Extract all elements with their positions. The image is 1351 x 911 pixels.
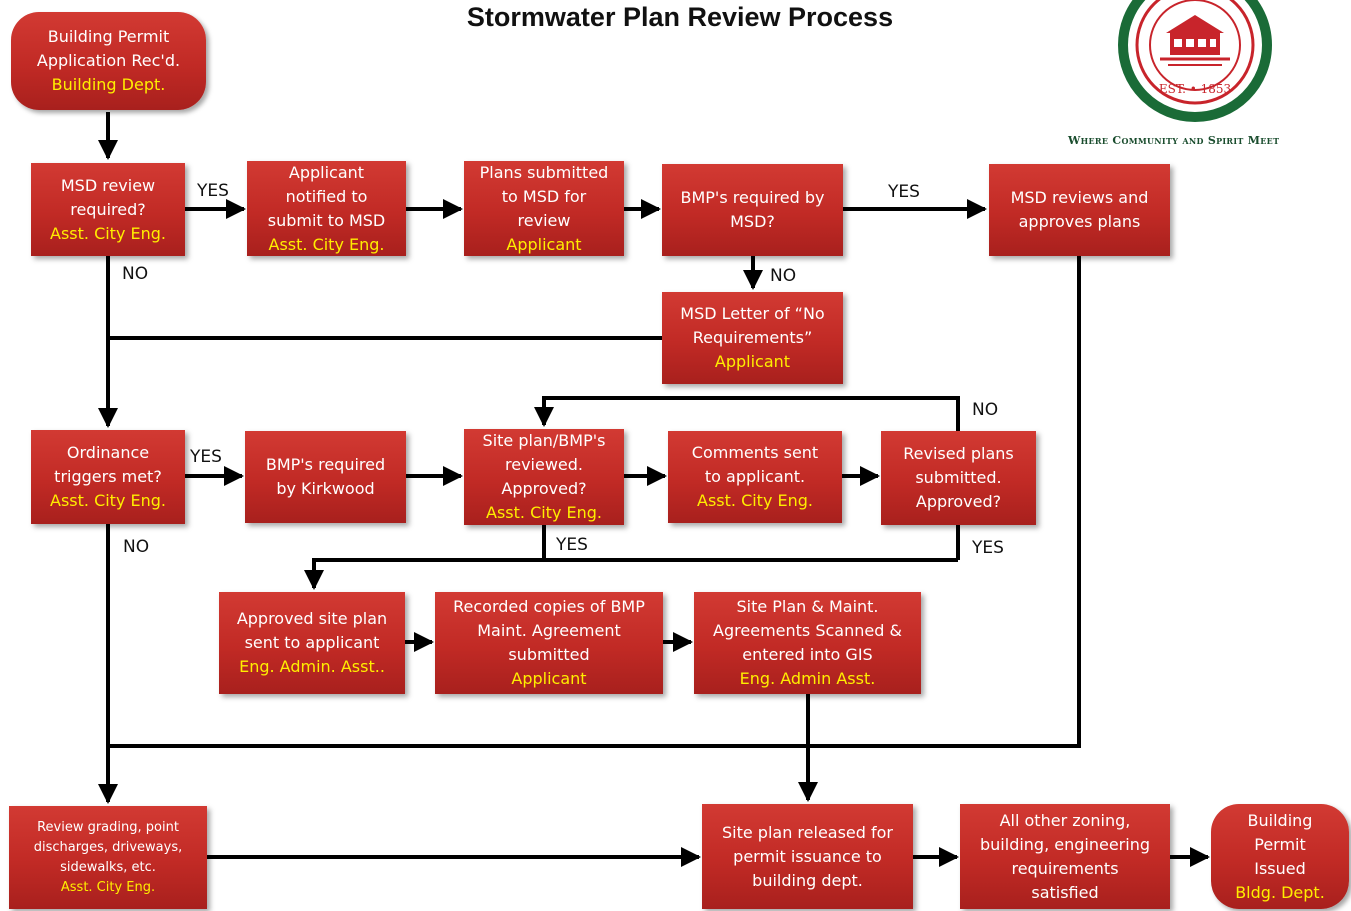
- kirkwood-logo: EST. • 1853: [1118, 0, 1272, 122]
- logo-tagline: Where Community and Spirit Meet: [1068, 134, 1280, 147]
- yes-label: YES: [972, 538, 1004, 558]
- bmp-required-msd-box: BMP's required by MSD?: [662, 164, 843, 256]
- no-label: NO: [770, 266, 797, 286]
- yes-label: YES: [888, 182, 920, 202]
- approved-site-plan-box: Approved site plan sent to applicant Eng…: [219, 592, 405, 694]
- review-grading-box: Review grading, point discharges, drivew…: [9, 806, 207, 909]
- page-title: Stormwater Plan Review Process: [466, 2, 894, 32]
- msd-reviews-approves-box: MSD reviews and approves plans: [989, 164, 1170, 256]
- msd-letter-box: MSD Letter of “No Requirements” Applican…: [662, 292, 843, 384]
- yes-label: YES: [190, 447, 222, 467]
- no-label: NO: [972, 400, 999, 420]
- recorded-copies-box: Recorded copies of BMP Maint. Agreement …: [435, 592, 663, 694]
- revised-plans-box: Revised plans submitted. Approved?: [881, 431, 1036, 525]
- yes-label: YES: [197, 181, 229, 201]
- permit-issued-box: Building Permit Issued Bldg. Dept.: [1211, 804, 1349, 909]
- bmp-required-kirkwood-box: BMP's required by Kirkwood: [245, 431, 406, 523]
- other-zoning-box: All other zoning, building, engineering …: [960, 804, 1170, 909]
- ordinance-triggers-box: Ordinance triggers met? Asst. City Eng.: [31, 430, 185, 524]
- msd-review-required-box: MSD review required? Asst. City Eng.: [31, 163, 185, 256]
- applicant-notified-box: Applicant notified to submit to MSD Asst…: [247, 161, 406, 256]
- site-plan-released-box: Site plan released for permit issuance t…: [702, 804, 913, 909]
- comments-sent-box: Comments sent to applicant. Asst. City E…: [668, 431, 842, 523]
- yes-label: YES: [556, 535, 588, 555]
- permit-received-box: Building Permit Application Rec'd. Build…: [11, 12, 206, 110]
- no-label: NO: [122, 264, 149, 284]
- no-label: NO: [123, 537, 150, 557]
- site-plan-reviewed-box: Site plan/BMP's reviewed. Approved? Asst…: [464, 429, 624, 525]
- plans-submitted-msd-box: Plans submitted to MSD for review Applic…: [464, 161, 624, 256]
- svg-text:EST. • 1853: EST. • 1853: [1159, 82, 1231, 96]
- site-plan-scanned-box: Site Plan & Maint. Agreements Scanned & …: [694, 592, 921, 694]
